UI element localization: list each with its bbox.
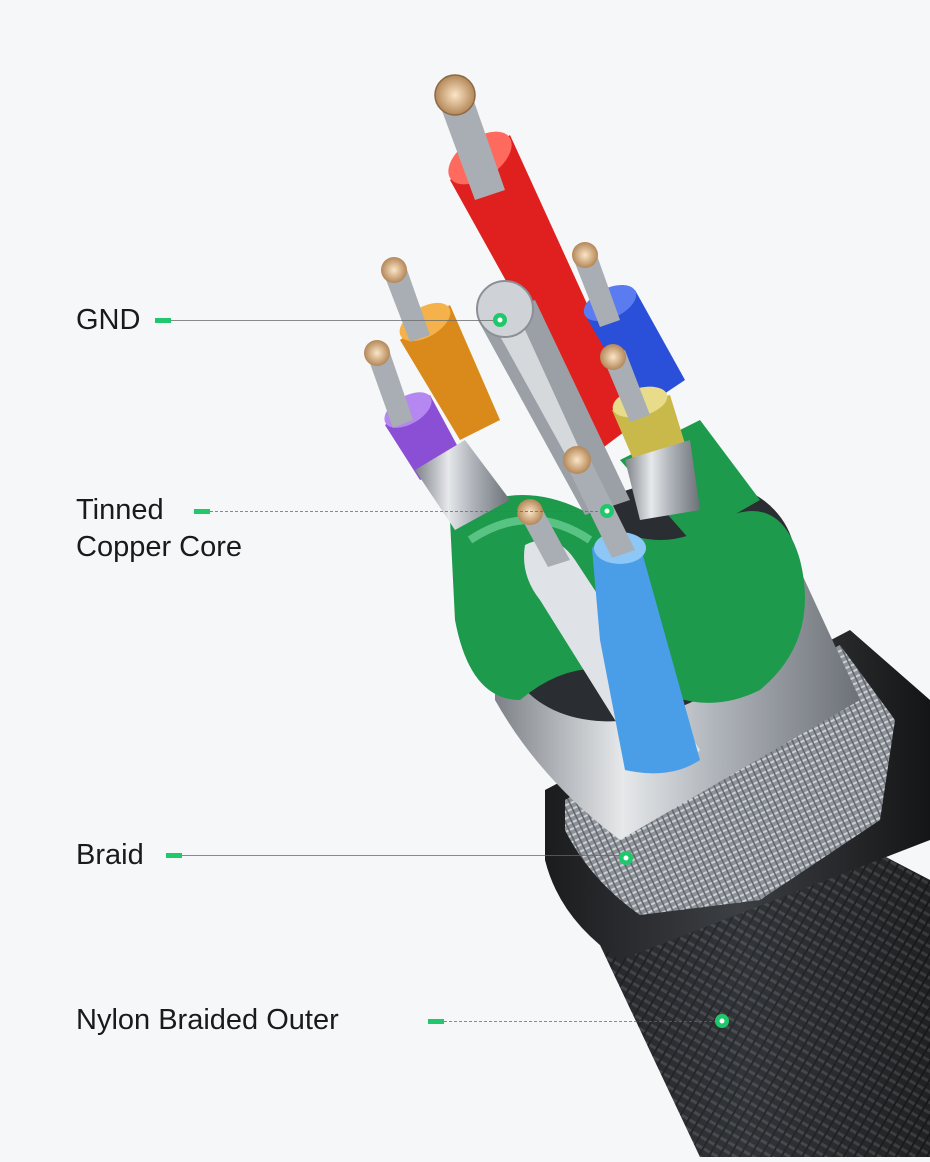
callout-core-leader bbox=[194, 504, 614, 518]
ferrules bbox=[415, 440, 700, 530]
callout-label-outer-text: Nylon Braided Outer bbox=[76, 1004, 339, 1036]
conductor-strands bbox=[364, 74, 650, 567]
callout-label-core-line1: Tinned bbox=[76, 494, 164, 526]
callout-label-braid: Braid bbox=[76, 837, 144, 874]
callout-label-gnd-text: GND bbox=[76, 304, 141, 336]
callout-label-gnd: GND bbox=[76, 302, 140, 339]
callout-label-core-line2: Copper Core bbox=[76, 531, 243, 563]
callout-gnd-leader bbox=[155, 313, 507, 327]
callout-label-braid-text: Braid bbox=[76, 839, 144, 871]
callout-label-nylon-outer: Nylon Braided Outer bbox=[76, 1002, 339, 1039]
callout-braid-leader bbox=[166, 851, 633, 865]
callout-outer-leader bbox=[428, 1014, 729, 1028]
callout-leaders bbox=[155, 313, 729, 1028]
callout-label-copper-core: Tinned Copper Core bbox=[76, 492, 242, 566]
